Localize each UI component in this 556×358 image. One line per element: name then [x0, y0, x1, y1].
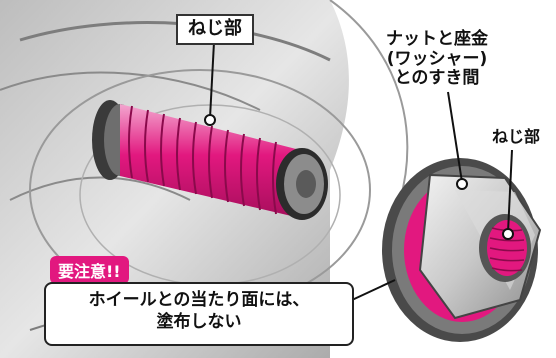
warning-caption: ホイールとの当たり面には、 塗布しない [44, 282, 354, 346]
gap-leader-dot [456, 178, 468, 190]
bolt-thread-label: ねじ部 [176, 14, 254, 45]
gap-label-line-1: ナットと座金 [386, 29, 488, 49]
bolt-leader-line [209, 41, 215, 119]
nut-thread-leader-line [507, 149, 513, 233]
caution-badge: 要注意!! [50, 256, 129, 284]
bolt-leader-dot [204, 114, 216, 126]
warning-caption-line-2: 塗布しない [156, 312, 242, 333]
lug-nut-drawing [382, 158, 542, 342]
seat-leader-line [351, 279, 396, 301]
nut-thread-leader-dot [502, 228, 514, 240]
nut-thread-label: ねじ部 [492, 127, 541, 146]
gap-label-line-2: (ワッシャー) [386, 48, 488, 69]
gap-label-line-3: とのすき間 [394, 68, 480, 89]
nut-washer-gap-label: ナットと座金 (ワッシャー) とのすき間 [386, 29, 488, 89]
warning-caption-line-1: ホイールとの当たり面には、 [88, 290, 310, 310]
gap-leader-line [447, 91, 463, 183]
bolt-thread-drawing [120, 104, 328, 220]
